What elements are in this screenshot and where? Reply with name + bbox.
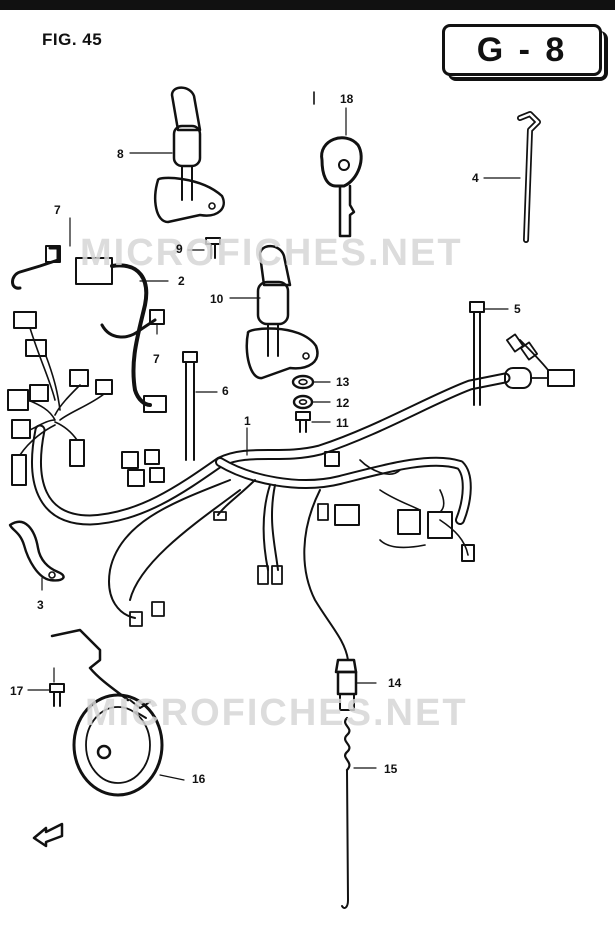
washer-12-drawing: [292, 394, 314, 410]
callout-15: 15: [384, 762, 398, 776]
callout-17: 17: [10, 684, 24, 698]
bolt-17-drawing: [49, 683, 65, 707]
top-border: [0, 0, 615, 10]
callout-14: 14: [388, 676, 402, 690]
leader-lines: [27, 107, 521, 781]
callout-7-upper: 7: [54, 203, 61, 217]
front-direction-arrow: [32, 822, 64, 848]
screw-9-drawing: [205, 237, 221, 259]
switch-drawing: [334, 658, 358, 711]
callout-16: 16: [192, 772, 206, 786]
lead-wire-7-upper-drawing: [11, 245, 61, 290]
callout-1: 1: [244, 414, 251, 428]
callout-2: 2: [178, 274, 185, 288]
cable-clamp-drawing: [469, 301, 485, 406]
section-box-shadow: [448, 31, 608, 81]
callout-5: 5: [514, 302, 521, 316]
wiring-harness-drawing: [7, 311, 575, 661]
key-drawing: [313, 91, 363, 238]
callout-3: 3: [37, 598, 44, 612]
spring-drawing: [341, 716, 351, 909]
callout-7-center: 7: [153, 352, 160, 366]
callout-18: 18: [340, 92, 354, 106]
figure-title: FIG. 45: [42, 30, 103, 49]
callout-12: 12: [336, 396, 350, 410]
bracket-drawing: [8, 520, 65, 582]
horn-drawing: [50, 628, 164, 797]
callout-6: 6: [222, 384, 229, 398]
steering-lock-drawing: [245, 244, 319, 380]
lead-wire-7-center-drawing: [100, 309, 165, 339]
ignition-lock-drawing: [154, 86, 225, 224]
bolt-11-drawing: [295, 411, 311, 433]
washer-13-drawing: [291, 374, 315, 390]
section-code: G - 8: [442, 24, 602, 76]
callout-9: 9: [176, 242, 183, 256]
connector-lead-drawing: [75, 257, 167, 413]
cable-tie-drawing: [517, 111, 541, 243]
callout-13: 13: [336, 375, 350, 389]
callout-4: 4: [472, 171, 479, 185]
callout-8: 8: [117, 147, 124, 161]
band-drawing: [182, 351, 198, 461]
callout-11: 11: [336, 416, 349, 430]
callout-10: 10: [210, 292, 224, 306]
